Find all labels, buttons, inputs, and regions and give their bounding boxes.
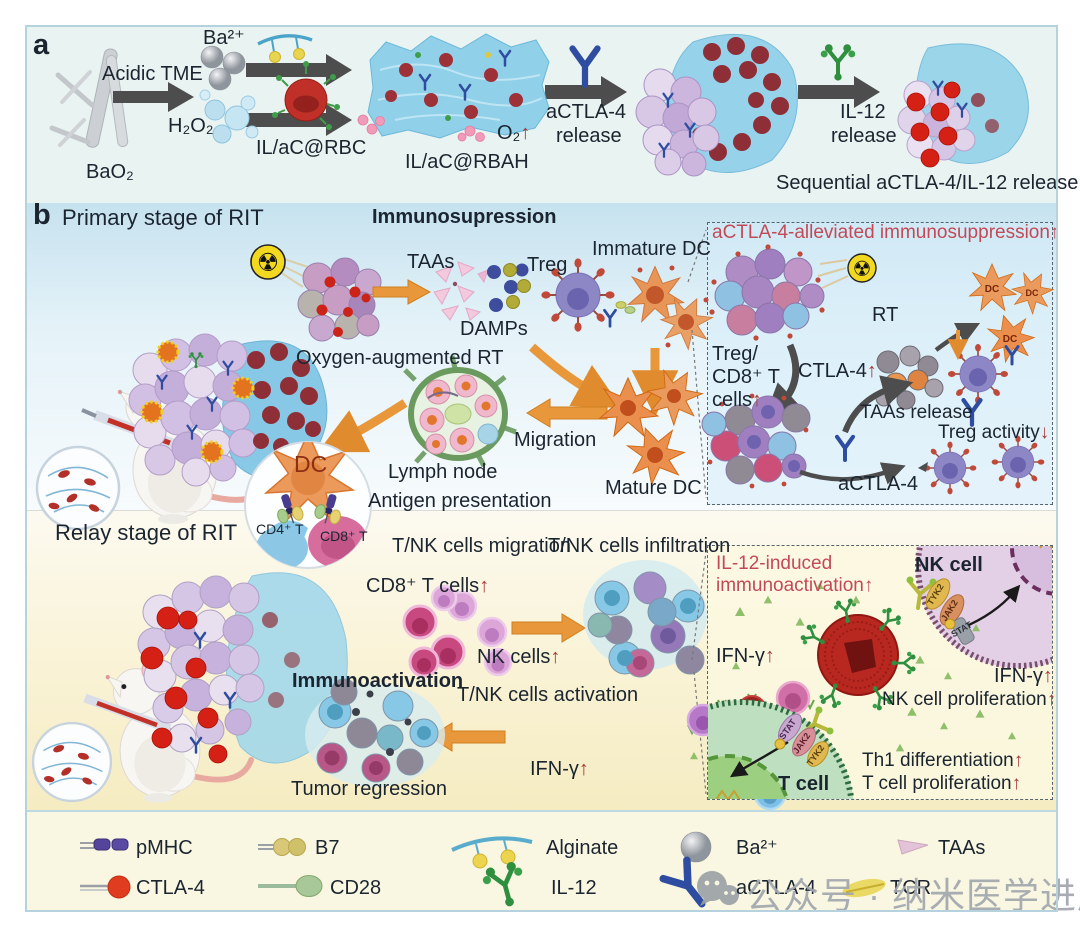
rt-label: RT <box>872 304 899 326</box>
tumor-regression-label: Tumor regression <box>291 778 447 800</box>
t-cell-label: T cell <box>778 773 830 795</box>
antigen-presentation-label: Antigen presentation <box>368 490 552 512</box>
ifn-left-label: IFN-γ↑ <box>716 645 775 667</box>
il-ac-rbah-label: IL/aC@RBAH <box>405 151 529 173</box>
legend-taas-label: TAAs <box>938 837 986 859</box>
nk-proliferation-label: NK cell proliferation↑ <box>882 689 1057 710</box>
immunosuppression-label: Immunosupression <box>372 206 557 228</box>
taas-label: TAAs <box>407 251 455 273</box>
cd8-t-label: CD8⁺ T <box>320 528 368 544</box>
cd4-t-label: CD4⁺ T <box>256 521 304 537</box>
inset-actla4-box <box>707 222 1053 505</box>
o2-up-label: O₂↑ <box>497 122 531 144</box>
ifn-up-label: IFN-γ↑ <box>530 758 589 780</box>
legend-actla4-label: aCTLA-4 <box>736 877 817 899</box>
immunoactivation-label: Immunoactivation <box>292 670 464 692</box>
oxygen-rt-label: Oxygen-augmented RT <box>296 347 504 369</box>
treg-cd8-line1: Treg/ <box>712 343 758 365</box>
primary-stage-title: Primary stage of RIT <box>62 205 264 230</box>
legend-alginate-label: Alginate <box>546 837 619 859</box>
legend-tcr-label: TCR <box>890 877 932 899</box>
panel-a-label: a <box>33 29 50 61</box>
actla4-release-label-2: release <box>556 125 622 147</box>
migration-label: Migration <box>514 429 597 451</box>
th1-label: Th1 differentiation↑ <box>862 750 1024 771</box>
immature-dc-label: Immature DC <box>592 238 711 260</box>
il12-release-label-2: release <box>831 125 897 147</box>
inset1-title: aCTLA-4-alleviated immunosuppression↑ <box>712 222 1060 243</box>
tnk-activation-label: T/NK cells activation <box>457 684 639 706</box>
il12-release-label-1: IL-12 <box>840 101 886 123</box>
relay-stage-title: Relay stage of RIT <box>55 520 238 545</box>
damps-label: DAMPs <box>460 318 528 340</box>
dc-label: DC <box>294 451 328 477</box>
nk-cell-label: NK cell <box>915 554 983 576</box>
legend-ba-label: Ba²⁺ <box>736 837 778 859</box>
mature-dc-label: Mature DC <box>605 477 702 499</box>
treg-cd8-line2: CD8⁺ T <box>712 366 780 388</box>
lymph-node-label: Lymph node <box>388 461 498 483</box>
ctla4-up-label: CTLA-4↑ <box>798 360 877 382</box>
legend-cd28-label: CD28 <box>330 877 382 899</box>
legend-pmhc-label: pMHC <box>136 837 193 859</box>
treg-cd8-line3: cells↑ <box>712 389 763 411</box>
legend-il12-label: IL-12 <box>551 877 597 899</box>
tnk-migration-label: T/NK cells migration <box>392 535 571 557</box>
ba-ion-label: Ba²⁺ <box>203 27 245 49</box>
t-proliferation-label: T cell proliferation↑ <box>862 773 1022 794</box>
ifn-right-label: IFN-γ↑ <box>994 665 1053 687</box>
sequential-release-label: Sequential aCTLA-4/IL-12 release <box>776 172 1079 194</box>
actla4-label-inset1: aCTLA-4 <box>838 473 919 495</box>
legend-box <box>25 810 1058 912</box>
inset2-title-line2: immunoactivation↑ <box>716 575 874 596</box>
inset2-title-line1: IL-12-induced <box>716 553 833 574</box>
legend-ctla4-label: CTLA-4 <box>136 877 205 899</box>
bao2-label: BaO₂ <box>86 161 134 183</box>
il-ac-rbc-label: IL/aC@RBC <box>256 137 367 159</box>
h2o2-label: H₂O₂ <box>168 115 214 137</box>
acidic-tme-label: Acidic TME <box>102 63 203 85</box>
legend-b7-label: B7 <box>315 837 340 859</box>
actla4-release-label-1: aCTLA-4 <box>546 101 627 123</box>
treg-label: Treg <box>527 254 568 276</box>
panel-b-label: b <box>33 199 51 231</box>
watermark-text: 公众号 · 纳米医学进展 <box>746 875 1080 916</box>
treg-activity-label: Treg activity↓ <box>938 422 1050 443</box>
nk-cells-up-label: NK cells↑ <box>477 646 561 668</box>
tnk-infiltration-label: T/NK cells infiltration <box>548 535 731 557</box>
cd8-cells-up-label: CD8⁺ T cells↑ <box>366 575 490 597</box>
